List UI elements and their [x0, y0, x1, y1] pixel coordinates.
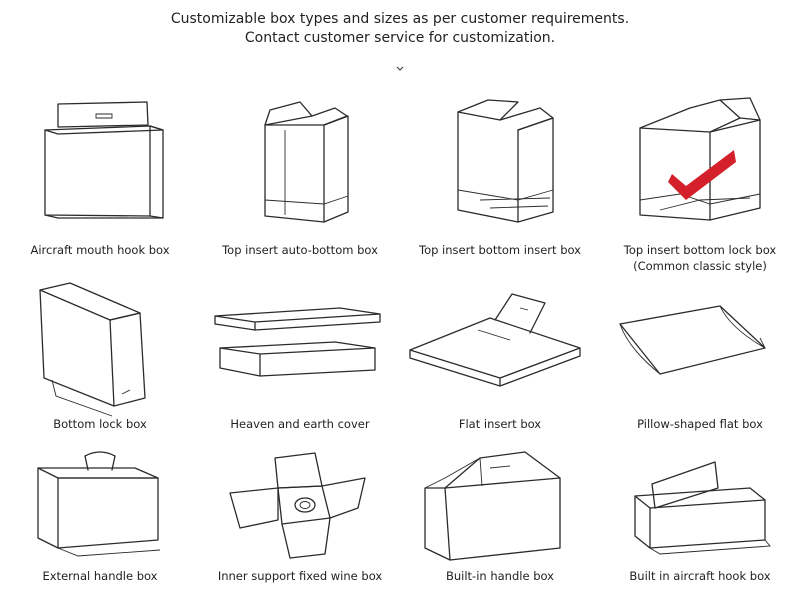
flat-insert-box-icon [409, 293, 581, 387]
box-type-item: External handle box [0, 448, 200, 598]
box-type-item: Inner support fixed wine box [200, 448, 400, 598]
header-line-1: Customizable box types and sizes as per … [170, 11, 630, 27]
box-label: External handle box [42, 569, 158, 583]
heaven-and-earth-cover-icon [214, 307, 381, 377]
box-type-item: Flat insert box [400, 278, 600, 438]
box-type-item: Top insert bottom insert box [400, 90, 600, 270]
box-label: Built-in handle box [445, 569, 554, 583]
top-insert-bottom-insert-box-icon [457, 99, 554, 223]
box-type-item: Pillow-shaped flat box [600, 278, 800, 438]
bottom-lock-box-icon [39, 282, 146, 417]
box-type-item: Built-in handle box [400, 448, 600, 598]
box-label: Built in aircraft hook box [629, 569, 771, 583]
box-label: Bottom lock box [53, 417, 147, 431]
box-label: Aircraft mouth hook box [30, 243, 170, 257]
built-in-aircraft-hook-box-icon [634, 461, 771, 555]
checkmark-icon [668, 150, 736, 200]
box-type-item: Aircraft mouth hook box [0, 90, 200, 270]
external-handle-box-icon [37, 451, 161, 557]
box-type-item: Heaven and earth cover [200, 278, 400, 438]
pillow-shaped-flat-box-icon [619, 305, 766, 375]
box-label: Top insert bottom insert box [419, 243, 581, 257]
chevron-down-icon [396, 66, 404, 71]
box-label: Inner support fixed wine box [217, 569, 383, 583]
box-label: Heaven and earth cover [230, 417, 370, 431]
box-label: Top insert bottom lock box [623, 243, 777, 257]
box-sublabel: (Common classic style) [633, 259, 767, 273]
box-type-item: Top insert auto-bottom box [200, 90, 400, 270]
box-label: Pillow-shaped flat box [637, 417, 763, 431]
box-type-item: Top insert bottom lock box (Common class… [600, 90, 800, 273]
top-insert-bottom-lock-box-icon [639, 97, 761, 221]
box-label: Top insert auto-bottom box [222, 243, 378, 257]
header-line-2: Contact customer service for customizati… [244, 30, 556, 46]
box-label: Flat insert box [458, 417, 542, 431]
top-insert-auto-bottom-box-icon [264, 101, 349, 223]
header-text: Customizable box types and sizes as per … [0, 10, 800, 48]
box-type-item: Built in aircraft hook box [600, 448, 800, 598]
box-type-item: Bottom lock box [0, 278, 200, 438]
aircraft-mouth-hook-box-icon [44, 101, 164, 219]
built-in-handle-box-icon [424, 451, 561, 561]
inner-support-fixed-wine-box-icon [229, 452, 366, 559]
